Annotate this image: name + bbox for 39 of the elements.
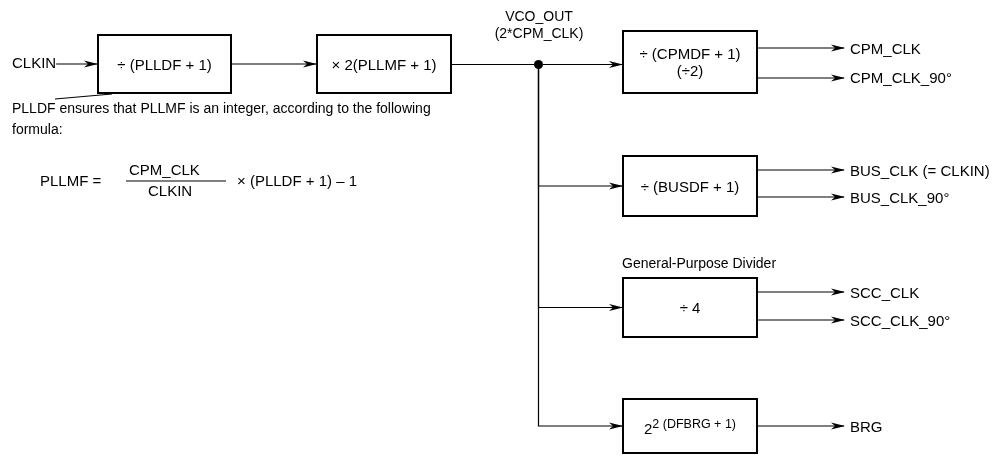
- signal-label: BRG: [850, 418, 883, 435]
- signal-label: CPM_CLK: [850, 40, 921, 57]
- arrow: [231, 60, 317, 68]
- signal-label: CPM_CLK_90°: [850, 69, 952, 86]
- block-box: [622, 155, 758, 217]
- arrow: [757, 316, 845, 324]
- arrow: [757, 422, 845, 430]
- arrow: [757, 166, 845, 174]
- junction-dot: [534, 60, 543, 69]
- arrow: [757, 74, 845, 82]
- arrow: [757, 193, 845, 201]
- arrow: [542, 61, 623, 68]
- block-heading: General-Purpose Divider: [622, 255, 777, 272]
- signal-label: BUS_CLK (= CLKIN): [850, 162, 990, 179]
- block-box: [622, 30, 758, 94]
- formula-text: × (PLLDF + 1) – 1: [237, 172, 358, 189]
- arrow: [55, 60, 98, 68]
- block-label: ÷ (CPMDF + 1) (÷2): [638, 45, 742, 79]
- arrow: [757, 44, 845, 52]
- block-box: [97, 34, 232, 94]
- block-box: [316, 34, 452, 94]
- signal-label: SCC_CLK_90°: [850, 312, 951, 329]
- block-label: ÷ (BUSDF + 1): [640, 177, 740, 195]
- signal-label: CLKIN: [12, 54, 57, 71]
- connector-line: [451, 63, 535, 66]
- signal-label: VCO_OUT (2*CPM_CLK): [493, 8, 585, 42]
- arrow: [537, 68, 623, 430]
- signal-label: BUS_CLK_90°: [850, 189, 950, 206]
- formula-numerator: CPM_CLK: [129, 161, 200, 178]
- block-label: ÷ (PLLDF + 1): [117, 55, 212, 73]
- formula-denominator: CLKIN: [148, 182, 193, 199]
- annotation-note: PLLDF ensures that PLLMF is an integer, according to the following formula:: [12, 98, 452, 138]
- formula-text: PLLMF =: [40, 172, 102, 189]
- block-label: ÷ 4: [679, 299, 701, 316]
- block-box: [622, 398, 758, 454]
- arrow: [757, 288, 845, 296]
- block-label: × 2(PLLMF + 1): [331, 55, 437, 73]
- signal-label: SCC_CLK: [850, 284, 920, 301]
- block-label: 2$^{2 (DFBRG + 1)}$: [643, 415, 736, 437]
